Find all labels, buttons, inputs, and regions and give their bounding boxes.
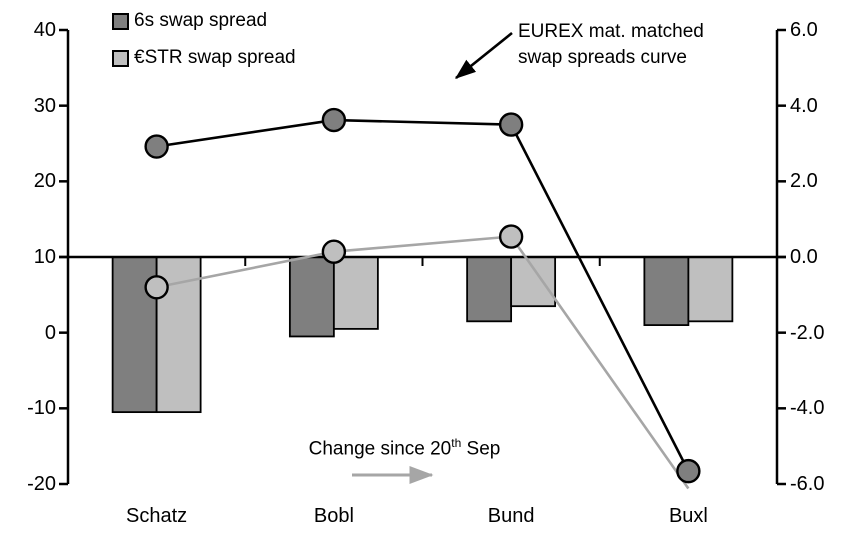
bar-6s (288, 256, 335, 338)
y-left-tick-label: -20 (27, 473, 56, 495)
legend-swatch-estr (112, 49, 129, 67)
change-note-suffix: Sep (461, 438, 501, 460)
curve-annotation: EUREX mat. matched swap spreads curve (518, 19, 704, 71)
bar-estr (332, 256, 379, 330)
bar-estr (510, 256, 557, 308)
change-note-prefix: Change since 20 (308, 438, 452, 460)
bar-estr (687, 256, 734, 323)
legend-item-estr: €STR swap spread (112, 47, 296, 69)
marker-estr (144, 275, 169, 300)
marker-6s (144, 134, 169, 159)
y-left-tick-label: 40 (33, 19, 56, 41)
x-category-label: Bobl (313, 505, 354, 527)
y-right-tick-label: 6.0 (790, 19, 818, 41)
x-category-label: Schatz (126, 505, 188, 527)
marker-6s (498, 112, 524, 137)
legend-swatch-6s (112, 12, 129, 30)
y-right-tick-label: -2.0 (790, 321, 825, 344)
y-right-tick-label: 0.0 (790, 246, 818, 268)
marker-estr (498, 224, 524, 249)
y-left-tick-label: 10 (33, 246, 56, 268)
bar-6s (643, 256, 690, 326)
marker-6s (676, 458, 701, 484)
line-6s (156, 118, 690, 472)
y-right-tick-label: 4.0 (790, 94, 818, 117)
curve-annotation-line2: swap spreads curve (518, 47, 687, 68)
change-note-sup: th (451, 436, 462, 450)
marker-estr (321, 239, 347, 264)
bar-6s (466, 256, 513, 323)
legend-label-estr: €STR swap spread (134, 47, 296, 68)
x-category-label: Bund (487, 505, 535, 527)
y-left-tick-label: -10 (27, 397, 56, 420)
y-right-tick-label: -4.0 (790, 397, 825, 420)
legend-item-6s: 6s swap spread (112, 10, 267, 32)
x-category-label: Buxl (668, 505, 708, 527)
change-note: Change since 20th Sep (282, 436, 527, 460)
legend-label-6s: 6s swap spread (134, 10, 268, 31)
marker-6s (321, 107, 347, 133)
y-left-tick-label: 30 (33, 94, 56, 117)
y-left-tick-label: 0 (44, 321, 56, 344)
y-left-tick-label: 20 (33, 170, 56, 193)
y-right-tick-label: -6.0 (790, 473, 825, 495)
annotation-arrow-icon (454, 31, 513, 80)
y-right-tick-label: 2.0 (790, 170, 818, 193)
curve-annotation-line1: EUREX mat. matched (518, 21, 704, 42)
line-estr (156, 235, 690, 490)
